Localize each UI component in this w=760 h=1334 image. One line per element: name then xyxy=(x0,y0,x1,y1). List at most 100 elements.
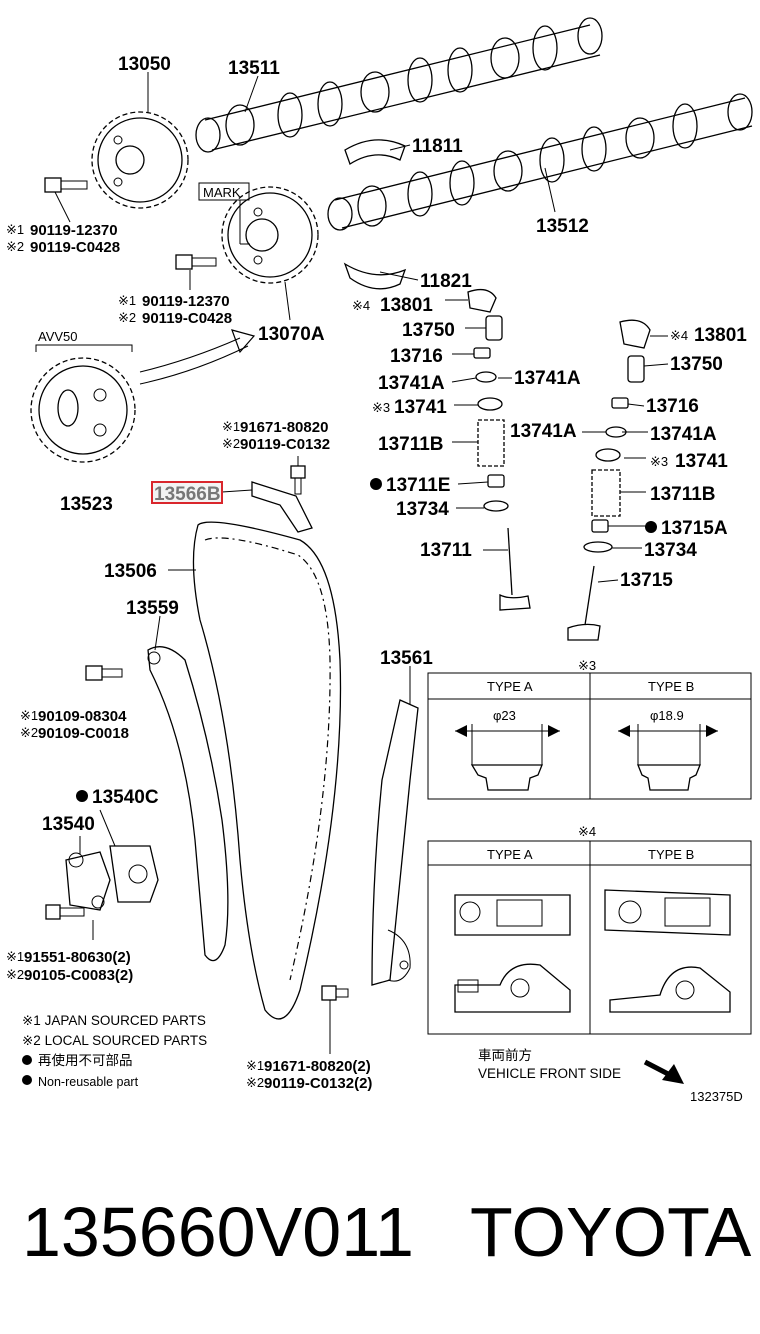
bolt-5-note-2: ※2 xyxy=(6,967,24,982)
bolt-3-pn-2: 90119-C0132 xyxy=(240,436,330,453)
part-number-title: 135660V011 xyxy=(22,1193,414,1271)
label-13741a-right-2: 13741A xyxy=(650,424,717,445)
label-11811: 11811 xyxy=(412,136,463,157)
table-3-dim-b: φ18.9 xyxy=(650,708,684,723)
label-13734-right: 13734 xyxy=(644,540,697,561)
label-13734-left: 13734 xyxy=(396,499,449,520)
bolt-5-pn-1: 91551-80630(2) xyxy=(24,949,131,966)
note-mark: ※3 xyxy=(650,454,668,469)
label-13523: 13523 xyxy=(60,494,113,515)
bearing-11821 xyxy=(343,262,407,290)
note-local: ※2 LOCAL SOURCED PARTS xyxy=(22,1033,207,1048)
label-11821: 11821 xyxy=(420,271,472,292)
bolt-6-note-2: ※2 xyxy=(246,1075,264,1090)
bolt-3-note-2: ※2 xyxy=(222,436,240,451)
chain-13506 xyxy=(192,521,342,1020)
label-13050: 13050 xyxy=(118,54,171,75)
label-avv50: AVV50 xyxy=(38,329,78,344)
bolt-4-note-1: ※1 xyxy=(20,708,38,723)
table-3-dim-a: φ23 xyxy=(493,708,516,723)
label-13741-left: 13741 xyxy=(394,397,447,418)
label-13741a-right: 13741A xyxy=(510,421,577,442)
bolt-6-note-1: ※1 xyxy=(246,1058,264,1073)
direction-jp: 車両前方 xyxy=(478,1047,532,1063)
non-reusable-dot-icon xyxy=(370,478,382,490)
bolt-5-note-1: ※1 xyxy=(6,949,24,964)
bolt-4-pn-1: 90109-08304 xyxy=(38,708,127,725)
label-13801-left: 13801 xyxy=(380,295,433,316)
chain-guide-13561 xyxy=(371,699,419,986)
leader-lines xyxy=(54,72,669,1054)
note-nonreusable-en: Non-reusable part xyxy=(38,1075,139,1089)
bolt-icon xyxy=(321,985,349,1001)
tensioner-13540 xyxy=(65,845,159,911)
bolt-2-note-2: ※2 xyxy=(118,310,136,325)
label-13715: 13715 xyxy=(620,570,673,591)
label-13566b-highlighted[interactable]: 13566B xyxy=(154,484,221,505)
bolt-icon xyxy=(45,904,85,920)
bolt-1-pn-1: 90119-12370 xyxy=(30,222,118,239)
label-13741-right: 13741 xyxy=(675,451,728,472)
label-13561: 13561 xyxy=(380,648,433,669)
bolt-icon xyxy=(290,465,306,495)
note-mark: ※4 xyxy=(670,328,688,343)
label-13716-right: 13716 xyxy=(646,396,699,417)
direction-en: VEHICLE FRONT SIDE xyxy=(478,1066,621,1081)
label-13559: 13559 xyxy=(126,598,179,619)
table-3-mark: ※3 xyxy=(578,658,596,673)
mark-box xyxy=(198,182,250,201)
label-13512: 13512 xyxy=(536,216,589,237)
label-mark: MARK xyxy=(203,185,241,200)
table-3-type-b: TYPE B xyxy=(648,679,694,694)
bolt-icon xyxy=(85,665,123,681)
non-reusable-dot-icon xyxy=(22,1075,32,1085)
vvt-gear-13050 xyxy=(91,111,189,209)
label-13070a: 13070A xyxy=(258,324,325,345)
label-13741a-left-2: 13741A xyxy=(514,368,581,389)
non-reusable-dot-icon xyxy=(76,790,88,802)
part-labels: 13050 13511 11811 13512 MARK 13070A 1182… xyxy=(6,54,747,1092)
label-13715a: 13715A xyxy=(661,518,728,539)
avv50-bracket xyxy=(35,344,133,352)
label-13741a-left: 13741A xyxy=(378,373,445,394)
camshaft-13512 xyxy=(327,93,753,231)
bolt-icon xyxy=(44,177,88,193)
label-13716-left: 13716 xyxy=(390,346,443,367)
non-reusable-dot-icon xyxy=(22,1055,32,1065)
sprocket-13523 xyxy=(30,357,136,463)
label-13540: 13540 xyxy=(42,814,95,835)
label-13506: 13506 xyxy=(104,561,157,582)
camshaft-13511 xyxy=(195,17,603,153)
bolt-2-pn-1: 90119-12370 xyxy=(142,293,230,310)
figure-id: 132375D xyxy=(690,1089,743,1104)
non-reusable-dot-icon xyxy=(645,521,657,533)
footer: 135660V011 TOYOTA xyxy=(0,1190,760,1280)
label-13750-left: 13750 xyxy=(402,320,455,341)
table-3-type-a: TYPE A xyxy=(487,679,533,694)
label-13801-right: 13801 xyxy=(694,325,747,346)
vvt-gear-13070a xyxy=(221,186,319,284)
vehicle-front-direction: 車両前方 VEHICLE FRONT SIDE 132375D xyxy=(478,1047,743,1104)
bolt-1-note-2: ※2 xyxy=(6,239,24,254)
bolt-2-pn-2: 90119-C0428 xyxy=(142,310,232,327)
chain-damper-13566b xyxy=(251,481,313,533)
brand-name: TOYOTA xyxy=(470,1193,752,1271)
table-4-type-b: TYPE B xyxy=(648,847,694,862)
note-mark: ※3 xyxy=(372,400,390,415)
note-japan: ※1 JAPAN SOURCED PARTS xyxy=(22,1013,206,1028)
arrow-icon xyxy=(662,1064,684,1084)
diagram-canvas: 13050 13511 11811 13512 MARK 13070A 1182… xyxy=(6,17,753,1104)
note-mark: ※4 xyxy=(352,298,370,313)
bolt-6-pn-2: 90119-C0132(2) xyxy=(264,1075,372,1092)
chain-guide-13559 xyxy=(147,646,229,962)
label-13540c: 13540C xyxy=(92,787,159,808)
label-13711: 13711 xyxy=(420,540,472,561)
valve-train-left xyxy=(467,288,531,611)
label-13711b-right: 13711B xyxy=(650,484,716,505)
bolt-1-pn-2: 90119-C0428 xyxy=(30,239,120,256)
label-13750-right: 13750 xyxy=(670,354,723,375)
bearing-11811 xyxy=(344,139,406,165)
avv50-arrow xyxy=(139,337,241,373)
bolt-4-note-2: ※2 xyxy=(20,725,38,740)
